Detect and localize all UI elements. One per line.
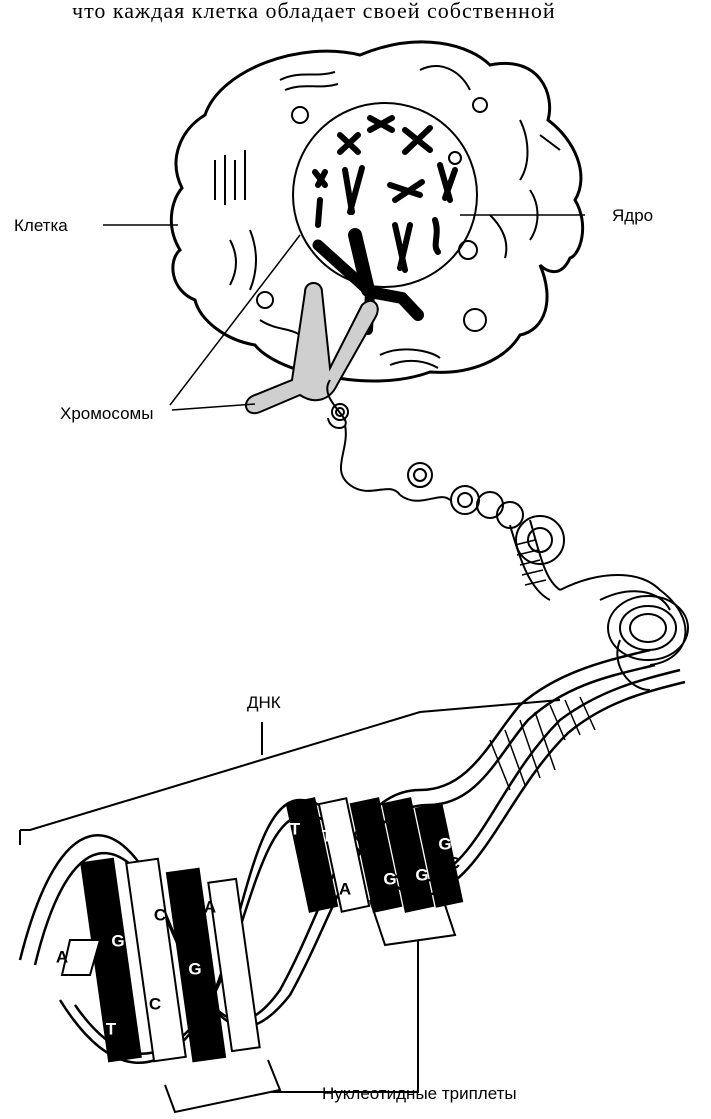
base-g2-3-bottom: G <box>415 865 428 884</box>
base-g1-0-bottom: T <box>106 1019 117 1038</box>
base-g1-3-top: A <box>204 897 216 916</box>
base-g2-4-top: G <box>438 834 451 853</box>
chromosomes-in-nucleus <box>315 118 455 270</box>
base-g2-4-bottom: C <box>448 853 460 872</box>
base-g2-0-bottom: A <box>306 881 318 900</box>
triplets-label: Нуклеотидные триплеты <box>322 1084 517 1103</box>
base-g1-2-top: C <box>154 905 166 924</box>
base-g1-1-bottom: C <box>149 994 161 1013</box>
base-g2-3-top: C <box>392 821 404 840</box>
organelles <box>215 66 560 368</box>
base-g1-3-bottom: T <box>228 924 239 943</box>
base-g2-1-bottom: A <box>339 879 351 898</box>
base-g2-2-bottom: G <box>383 869 396 888</box>
dna-label: ДНК <box>247 693 281 712</box>
cell-label: Клетка <box>14 216 68 235</box>
cell-membrane <box>171 42 582 381</box>
base-g1-2-bottom: G <box>188 959 201 978</box>
base-g2-2-top: C <box>359 823 371 842</box>
chromosomes-label: Хромосомы <box>60 404 153 423</box>
cell <box>171 42 582 381</box>
base-g2-1-top: T <box>322 826 333 845</box>
header-text: что каждая клетка обладает своей собстве… <box>72 0 556 23</box>
chromatin-coil <box>327 380 564 600</box>
chromosome-leader-2 <box>172 404 255 410</box>
base-pairs-group-1 <box>62 859 260 1062</box>
base-g2-0-top: T <box>290 819 301 838</box>
base-g1-0-top: A <box>56 947 68 966</box>
nucleus-label: Ядро <box>612 206 653 225</box>
shaded-chromosome <box>246 283 378 413</box>
base-g1-1-top: G <box>111 931 124 950</box>
